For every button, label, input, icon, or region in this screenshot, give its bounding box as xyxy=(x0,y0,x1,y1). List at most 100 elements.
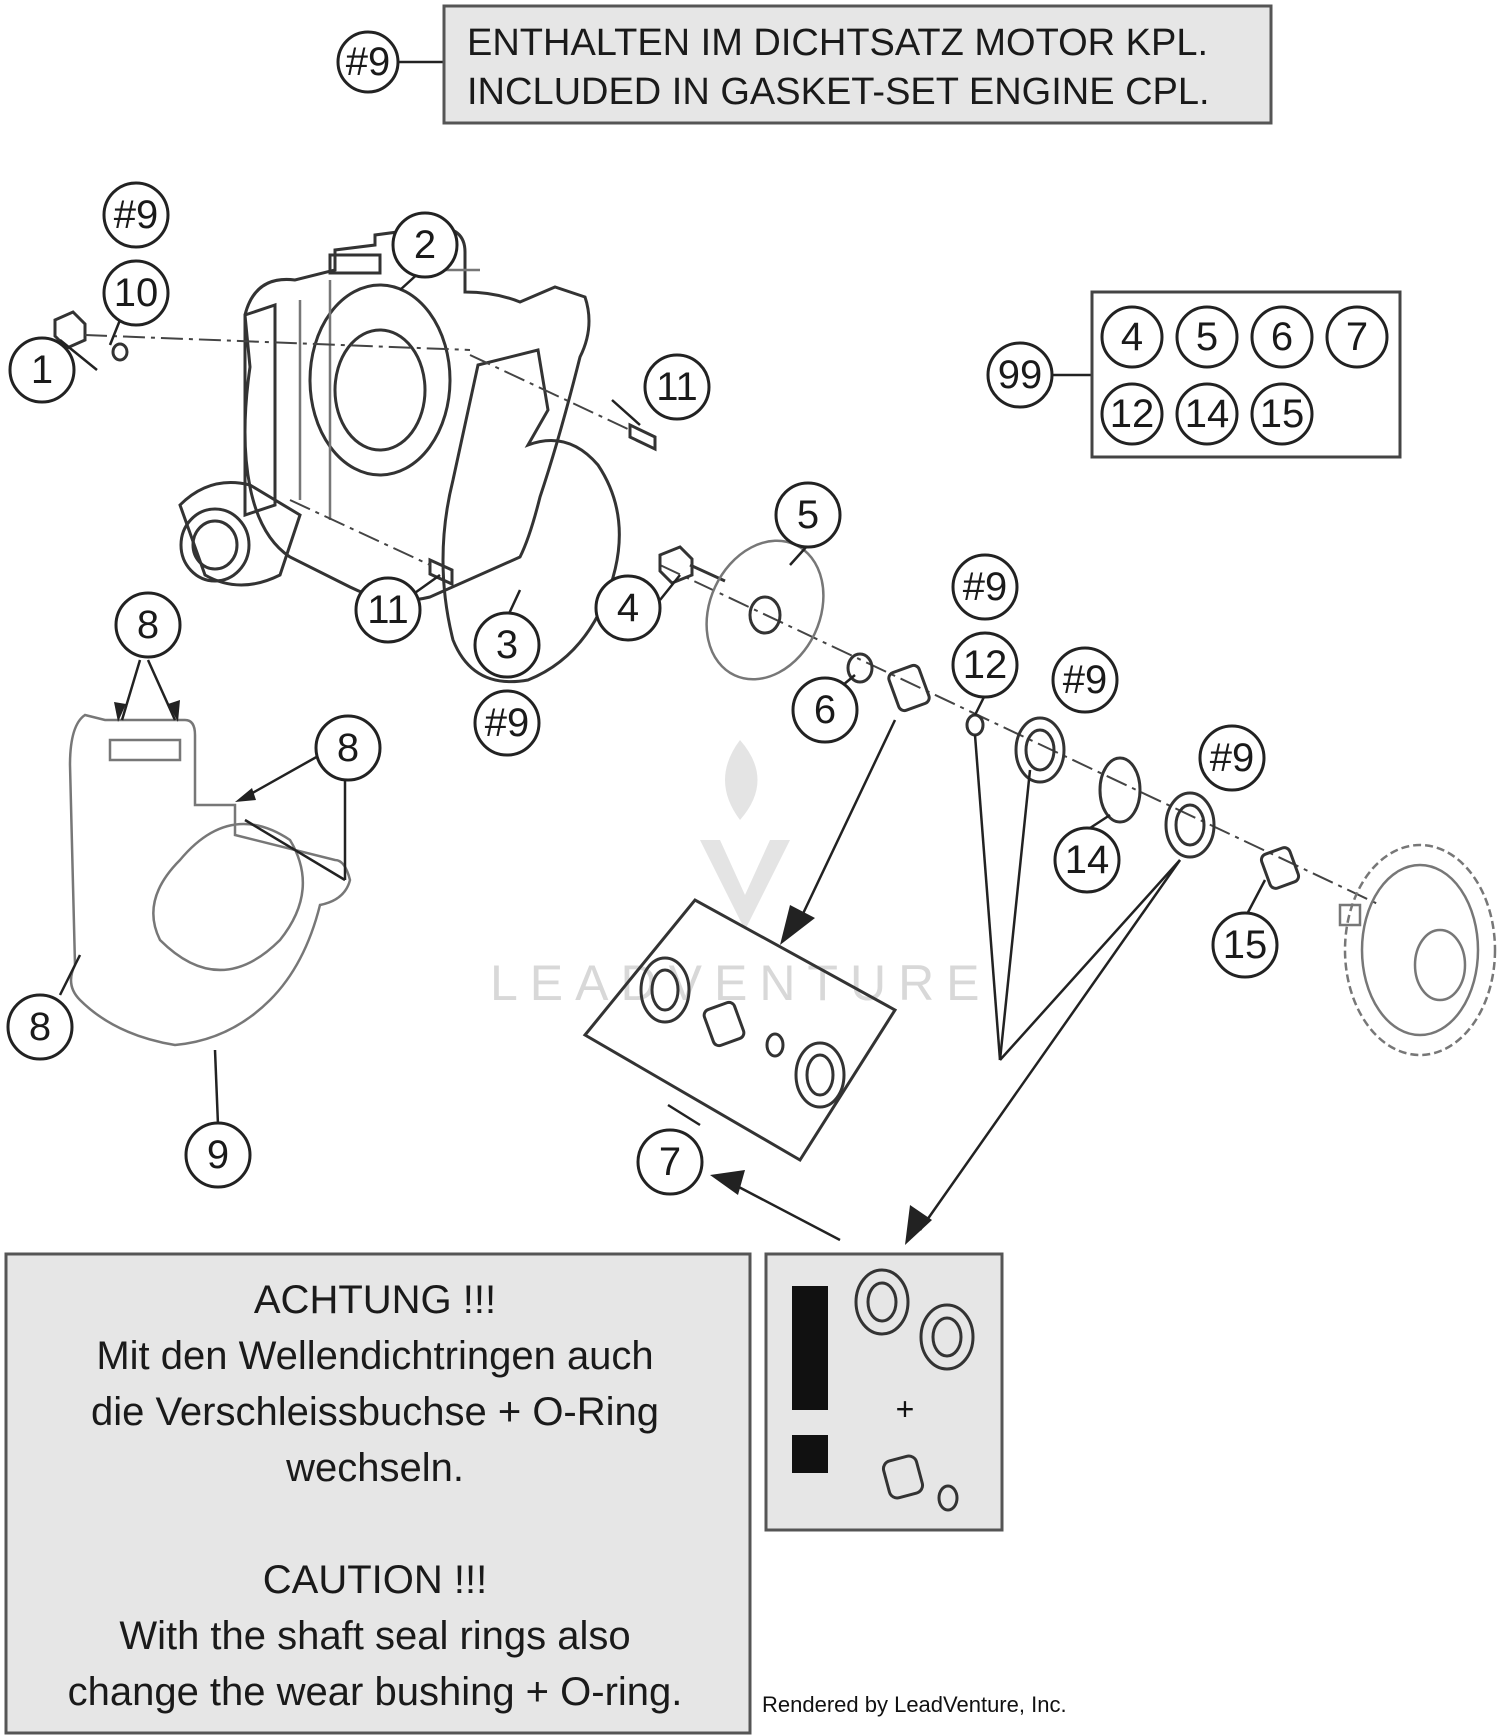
callout-bubbles: #9 99 4 5 6 7 12 14 15 1 2 3 4 5 6 7 8 8… xyxy=(6,30,1389,1196)
warning-panel: + xyxy=(764,1252,1004,1532)
shaft-seal-b xyxy=(1164,791,1216,859)
svg-text:#9: #9 xyxy=(1210,736,1255,780)
callout-8a: 8 xyxy=(114,591,182,659)
kit-item-15: 15 xyxy=(1250,382,1314,446)
watermark: LEADVENTURE xyxy=(490,740,992,1011)
svg-text:5: 5 xyxy=(1196,315,1218,359)
kit-item-14: 14 xyxy=(1175,382,1239,446)
svg-text:3: 3 xyxy=(496,623,518,667)
watermark-text: LEADVENTURE xyxy=(490,955,992,1011)
svg-text:15: 15 xyxy=(1260,392,1305,436)
wear-bushing xyxy=(887,663,931,713)
bolt-4 xyxy=(658,545,726,585)
callout-15: 15 xyxy=(1211,911,1279,979)
header-note-line1: ENTHALTEN IM DICHTSATZ MOTOR KPL. xyxy=(467,22,1208,64)
svg-text:14: 14 xyxy=(1065,838,1110,882)
svg-text:8: 8 xyxy=(337,726,359,770)
warning-plus: + xyxy=(896,1391,915,1427)
kit-item-7: 7 xyxy=(1325,305,1389,369)
svg-text:#9: #9 xyxy=(485,701,530,745)
caution-de-line1: Mit den Wellendichtringen auch xyxy=(96,1334,653,1378)
callout-5: 5 xyxy=(774,481,842,549)
callout-99: 99 xyxy=(986,341,1054,409)
svg-text:1: 1 xyxy=(31,348,53,392)
callout-8b: 8 xyxy=(314,714,382,782)
callout-11b: 11 xyxy=(354,576,422,644)
impeller-5 xyxy=(705,539,825,681)
washer-10 xyxy=(111,342,129,362)
svg-text:99: 99 xyxy=(998,353,1043,397)
callout-1: 1 xyxy=(8,336,76,404)
exclamation-bar xyxy=(792,1286,828,1410)
credit-text: Rendered by LeadVenture, Inc. xyxy=(762,1692,1067,1717)
caution-en-line2: change the wear bushing + O-ring. xyxy=(68,1670,683,1714)
exclamation-dot xyxy=(792,1435,828,1473)
svg-text:6: 6 xyxy=(1271,315,1293,359)
impeller-hub xyxy=(748,595,782,635)
svg-text:#9: #9 xyxy=(114,193,159,237)
svg-text:11: 11 xyxy=(656,365,698,409)
svg-text:11: 11 xyxy=(367,588,409,632)
svg-text:7: 7 xyxy=(659,1140,681,1184)
callout-g4: #9 xyxy=(1051,646,1119,714)
callout-g2: #9 xyxy=(473,689,541,757)
header-note-box xyxy=(442,4,1273,125)
pump-housing xyxy=(178,225,591,602)
dowel-pins-11 xyxy=(289,354,657,587)
o-ring-12 xyxy=(965,713,985,737)
svg-text:6: 6 xyxy=(814,688,836,732)
callout-8c: 8 xyxy=(6,993,74,1061)
svg-text:9: 9 xyxy=(207,1133,229,1177)
callout-g1: #9 xyxy=(102,181,170,249)
caution-box xyxy=(4,1252,752,1735)
kit-item-6: 6 xyxy=(1250,305,1314,369)
header-note-line2: INCLUDED IN GASKET-SET ENGINE CPL. xyxy=(467,71,1210,113)
kit-item-4: 4 xyxy=(1100,305,1164,369)
svg-text:12: 12 xyxy=(963,643,1008,687)
callout-14: 14 xyxy=(1053,826,1121,894)
washer-6 xyxy=(846,652,874,684)
callout-4: 4 xyxy=(594,574,662,642)
svg-text:10: 10 xyxy=(114,271,159,315)
shaft-seal-a xyxy=(1014,716,1066,784)
svg-text:#9: #9 xyxy=(346,40,391,84)
callout-9: 9 xyxy=(184,1121,252,1189)
svg-text:2: 2 xyxy=(414,223,436,267)
kit-item-5: 5 xyxy=(1175,305,1239,369)
drive-gear xyxy=(1338,843,1497,1057)
callout-header-9: #9 xyxy=(336,30,400,94)
circlip-14 xyxy=(1098,756,1142,824)
callout-3: 3 xyxy=(473,611,541,679)
caution-de-line2: die Verschleissbuchse + O-Ring xyxy=(91,1390,659,1434)
svg-text:8: 8 xyxy=(29,1005,51,1049)
callout-10: 10 xyxy=(102,259,170,327)
svg-text:#9: #9 xyxy=(963,565,1008,609)
svg-text:15: 15 xyxy=(1223,923,1268,967)
callout-7: 7 xyxy=(636,1128,704,1196)
seal-kit-7 xyxy=(582,898,898,1163)
gasket-3 xyxy=(441,348,621,684)
kit-item-12: 12 xyxy=(1100,382,1164,446)
svg-text:4: 4 xyxy=(617,586,639,630)
svg-text:8: 8 xyxy=(137,603,159,647)
gasket-9 xyxy=(68,713,352,1047)
callout-12: 12 xyxy=(951,631,1019,699)
callout-2: 2 xyxy=(391,211,459,279)
callout-g3: #9 xyxy=(951,553,1019,621)
svg-text:14: 14 xyxy=(1185,392,1230,436)
bearing-15 xyxy=(1259,846,1301,890)
caution-en-title: CAUTION !!! xyxy=(263,1558,487,1602)
caution-panel: ACHTUNG !!! Mit den Wellendichtringen au… xyxy=(4,1252,752,1735)
callout-11a: 11 xyxy=(643,353,711,421)
caution-en-line1: With the shaft seal rings also xyxy=(119,1614,630,1658)
callout-6: 6 xyxy=(791,676,859,744)
callout-g5: #9 xyxy=(1198,724,1266,792)
svg-text:5: 5 xyxy=(797,493,819,537)
svg-text:7: 7 xyxy=(1346,315,1368,359)
caution-de-line3: wechseln. xyxy=(285,1446,464,1490)
svg-text:#9: #9 xyxy=(1063,658,1108,702)
leaders xyxy=(58,269,1267,1245)
caution-de-title: ACHTUNG !!! xyxy=(254,1278,496,1322)
svg-text:12: 12 xyxy=(1110,392,1155,436)
